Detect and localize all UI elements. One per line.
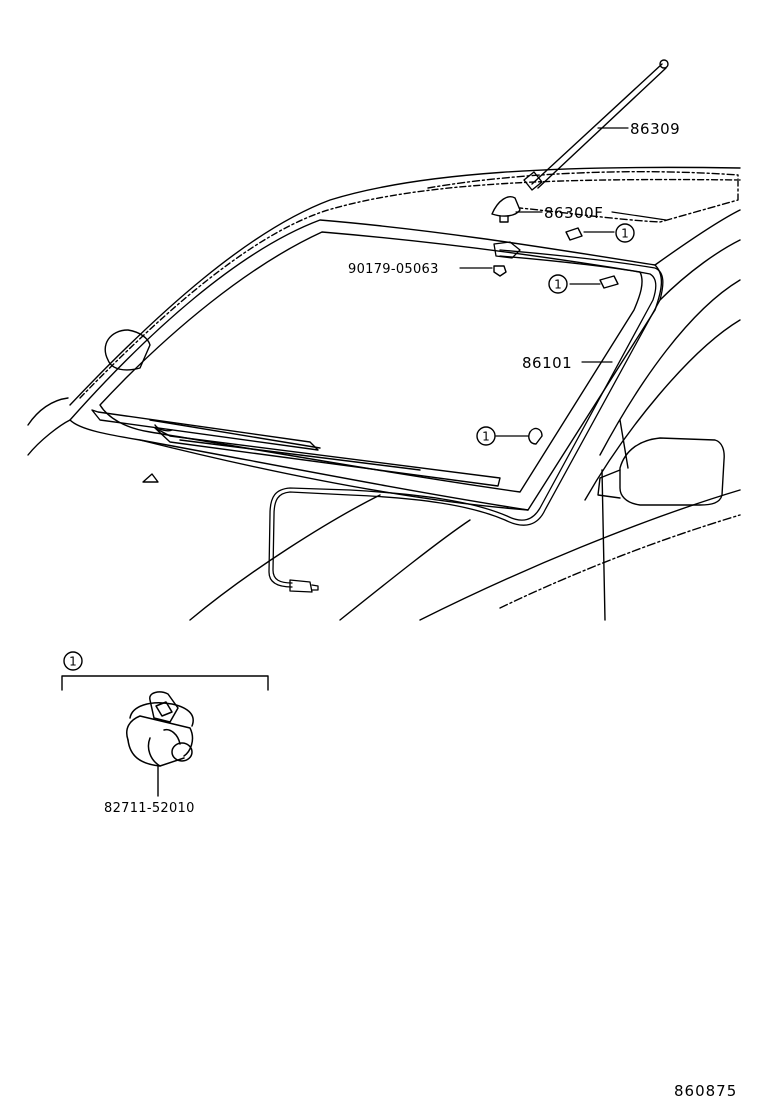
label-90179-05063: 90179-05063 — [348, 262, 439, 277]
roof-outline — [69, 166, 741, 406]
antenna-tip — [659, 59, 669, 69]
body-side-line — [419, 489, 741, 621]
ref-markers: 1 1 1 — [476, 223, 635, 446]
right-mirror — [619, 437, 725, 506]
part-labels: 86309 86300F 90179-05063 86101 — [348, 120, 680, 372]
label-82711-52010: 82711-52010 — [104, 801, 195, 816]
leader-86300F-b — [611, 211, 667, 221]
antenna-rod-base — [523, 171, 543, 191]
car-body — [27, 166, 741, 621]
sunroof-outline — [427, 171, 739, 223]
label-86309: 86309 — [630, 120, 680, 138]
right-pillar-front — [619, 419, 629, 469]
wiper-pivot — [154, 424, 173, 432]
wiper-left-arm — [149, 419, 321, 449]
body-side-dash — [499, 514, 741, 609]
cord-connector — [289, 579, 313, 593]
door-window-edge — [601, 469, 606, 621]
washer-nozzle — [142, 473, 159, 483]
cord-run-inner — [268, 255, 657, 588]
detail-bracket — [61, 675, 269, 691]
antenna-cord — [268, 241, 664, 593]
wiper-right — [154, 427, 501, 487]
roof-clamp-2 — [599, 275, 619, 289]
antenna-base — [491, 196, 521, 217]
hood-crease — [189, 494, 381, 621]
roof-clamp-1 — [565, 227, 583, 241]
svg-text:1: 1 — [482, 430, 490, 444]
ref-marker-roof: 1 — [615, 223, 635, 243]
diagram-code: 860875 — [674, 1082, 737, 1100]
label-86300F: 86300F — [544, 204, 603, 222]
bolt-90179 — [493, 265, 507, 277]
clamp-detail: 1 82711-52010 — [61, 651, 269, 816]
roof-inner-line — [79, 178, 741, 399]
pillar-clamp — [528, 427, 543, 445]
clamp-detail-marker: 1 — [63, 651, 83, 671]
right-mirror-arm — [597, 469, 621, 499]
a-pillar — [654, 209, 741, 266]
cowl — [139, 439, 529, 511]
ref-marker-pillar: 1 — [476, 426, 496, 446]
ref-marker-rear: 1 — [548, 274, 568, 294]
label-86101: 86101 — [522, 354, 572, 372]
antenna-base-bolt — [499, 215, 509, 223]
leader-lines — [459, 127, 667, 437]
left-mirror — [104, 329, 151, 371]
hood-front — [27, 397, 69, 426]
hood-crease-2 — [339, 519, 471, 621]
a-pillar-2 — [659, 239, 741, 301]
wipers — [91, 409, 501, 487]
svg-text:1: 1 — [69, 655, 77, 669]
clamp-icon — [126, 691, 194, 767]
svg-text:1: 1 — [621, 227, 629, 241]
hood-left — [27, 419, 71, 456]
door-line-1 — [599, 279, 741, 456]
wiper-left — [91, 409, 319, 451]
cord-plug — [311, 584, 319, 591]
svg-text:1: 1 — [554, 278, 562, 292]
door-line-2 — [584, 319, 741, 501]
cord-run-outer — [272, 249, 664, 584]
wiper-right-arm — [179, 439, 421, 471]
cord-head — [493, 241, 521, 259]
